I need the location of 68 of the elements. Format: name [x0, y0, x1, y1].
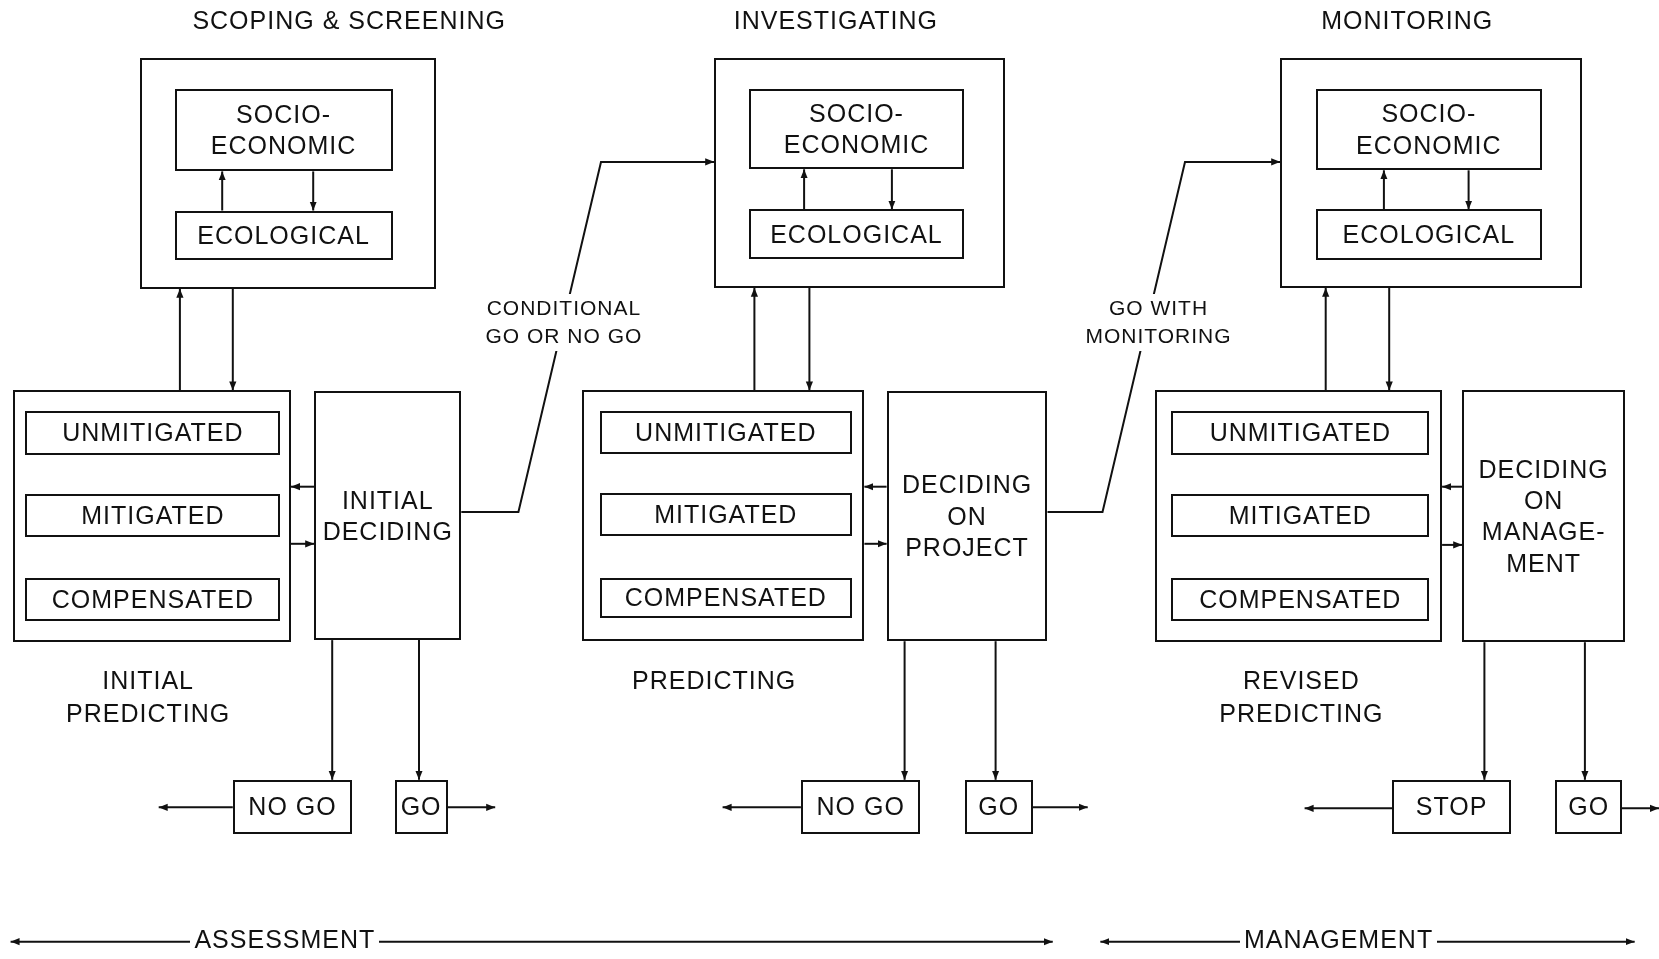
arrow	[1322, 286, 1330, 392]
factor-box: COMPENSATED	[25, 577, 281, 622]
arrow	[1385, 286, 1393, 392]
arrow	[290, 540, 316, 548]
outcome-box: GO	[1555, 779, 1622, 834]
arrow	[901, 640, 909, 781]
factor-box: ECOLOGICAL	[174, 210, 393, 261]
arrow	[157, 803, 234, 811]
outcome-box: GO	[964, 779, 1033, 834]
arrow	[1380, 169, 1388, 211]
prediction-box	[1155, 390, 1443, 643]
arrow	[1031, 803, 1089, 811]
decision-box: DECIDING ON PROJECT	[886, 391, 1048, 642]
arrow	[1480, 641, 1488, 781]
stage-frame	[139, 58, 436, 289]
prediction-box	[12, 390, 291, 643]
factor-box: MITIGATED	[1171, 494, 1430, 538]
arrow	[460, 158, 716, 514]
factor-box: UNMITIGATED	[599, 410, 852, 454]
arrow	[721, 803, 802, 811]
arrow	[863, 540, 888, 548]
stage-heading: PREDICTING	[631, 665, 798, 697]
arrow	[888, 168, 896, 211]
factor-box: ECOLOGICAL	[1316, 209, 1542, 261]
arrow	[1441, 541, 1464, 549]
factor-box: UNMITIGATED	[1171, 410, 1430, 455]
arrow	[446, 803, 497, 811]
stage-heading: INVESTIGATING	[732, 5, 939, 37]
factor-box: ECOLOGICAL	[749, 209, 964, 260]
outcome-box: STOP	[1392, 779, 1511, 834]
arrow	[218, 170, 226, 212]
factor-box: MITIGATED	[599, 493, 852, 537]
outcome-box: GO	[394, 779, 448, 834]
arrow	[1441, 483, 1464, 491]
factor-box: COMPENSATED	[1171, 577, 1430, 622]
stage-heading: MONITORING	[1320, 5, 1495, 37]
arrow	[290, 483, 316, 491]
arrow	[176, 287, 184, 392]
arrow	[415, 639, 423, 781]
decision-box: INITIAL DECIDING	[314, 391, 462, 641]
arrow	[328, 639, 336, 781]
stage-heading: INITIAL PREDICTING	[65, 665, 232, 729]
prediction-box	[581, 390, 865, 642]
arrow	[863, 483, 888, 491]
arrow	[1581, 641, 1589, 781]
outcome-box: NO GO	[232, 779, 353, 834]
factor-box: COMPENSATED	[599, 577, 852, 618]
arrow	[1303, 804, 1394, 812]
arrow	[992, 640, 1000, 781]
arrow	[229, 287, 237, 392]
stage-frame	[714, 58, 1006, 288]
stage-frame	[1280, 58, 1582, 288]
factor-box: MITIGATED	[25, 494, 281, 538]
arrow	[1465, 169, 1473, 211]
decision-box: DECIDING ON MANAGE- MENT	[1462, 390, 1626, 643]
stage-heading: REVISED PREDICTING	[1218, 665, 1385, 729]
arrow	[750, 286, 758, 392]
arrow	[1046, 158, 1282, 514]
arrow	[309, 170, 317, 212]
outcome-box: NO GO	[800, 779, 921, 834]
arrow	[1621, 804, 1659, 812]
arrow	[805, 286, 813, 392]
stage-heading: SCOPING & SCREENING	[191, 5, 507, 37]
factor-box: UNMITIGATED	[25, 410, 281, 455]
factor-box: SOCIO- ECONOMIC	[749, 88, 964, 170]
factor-box: SOCIO- ECONOMIC	[1316, 88, 1542, 171]
factor-box: SOCIO- ECONOMIC	[174, 88, 393, 172]
arrow	[800, 168, 808, 211]
